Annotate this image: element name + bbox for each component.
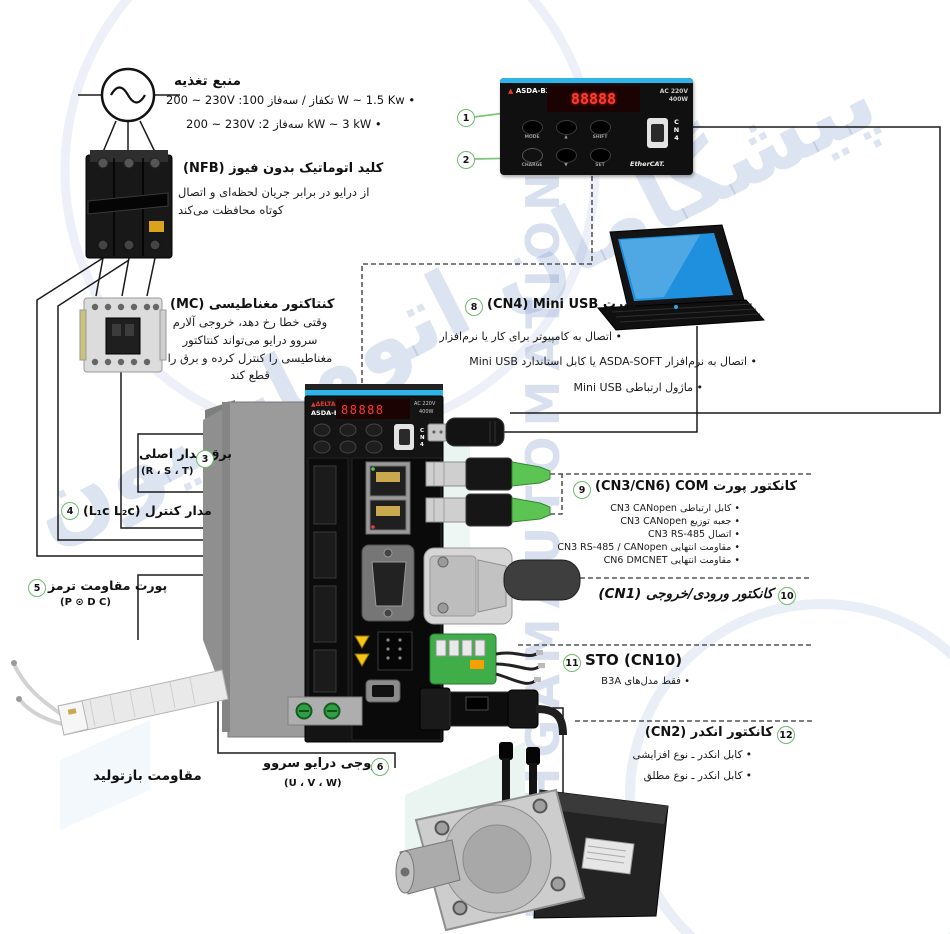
mini-usb-port-slot (651, 124, 664, 142)
cn4-bullet-2: • اتصال به نرم‌افزار ASDA-SOFT یا کابل ا… (469, 355, 757, 368)
drive-panel-zoom: ▲ ASDA-B3 88888 AC 220V 400W MODE ▲ SHIF… (500, 78, 693, 175)
cn4-bracket-line (510, 126, 941, 414)
delta-logo: ▲ ASDA-B3 (508, 87, 551, 96)
power-spec-line2: 200 ~ 230V :سه‌فاز 2 kW ~ 3 kW • (186, 117, 382, 131)
cn3-bullet-1: • کابل ارتباطی CN3 CANopen (610, 503, 740, 514)
svg-text:C: C (420, 428, 424, 434)
cn2-bullet-1: • کابل انکدر ـ نوع افزایشی (632, 749, 752, 761)
mini-usb-port[interactable] (647, 118, 668, 148)
charge-led-label: CHARGE (521, 163, 543, 168)
regen-resistor-image (11, 660, 229, 736)
seven-segment-display: 88888 (547, 86, 640, 112)
drive-brand-label: ASDA-B3 (311, 409, 343, 417)
cn4-port-label: C N 4 (673, 118, 680, 142)
cn2-title: (CN2) کانکتور انکدر (644, 725, 773, 740)
svg-text:4: 4 (420, 442, 424, 448)
laptop-image (596, 224, 766, 331)
dsub-connector-image (423, 547, 581, 625)
cn3-bullet-5: • مقاومت انتهایی CN6 DMCNET (603, 555, 740, 566)
shift-button[interactable] (590, 120, 611, 135)
cn4-bullet-1: • اتصال به کامپیوتر برای کار یا نرم‌افزا… (439, 330, 622, 343)
mode-button-label: MODE (524, 135, 540, 140)
drive-display: 88888 (341, 403, 385, 417)
callout-5: 5 (28, 579, 46, 597)
sto-bullet-1: • فقط مدل‌های B3A (601, 676, 690, 687)
down-button-label: ▼ (564, 163, 568, 168)
servo-output-terminals: (U ، V ، W) (284, 778, 342, 789)
cn3-lead-dash (550, 473, 812, 515)
cn2-bullet-2: • کابل انکدر ـ نوع مطلق (643, 770, 752, 782)
drive-volt-label: AC 220V (414, 401, 436, 407)
svg-text:N: N (420, 435, 425, 441)
sto-title: STO (CN10) (585, 651, 683, 669)
brake-port-terminals: (P ⊙ D C) (60, 597, 111, 608)
callout-1: 1 (457, 109, 475, 127)
main-circuit-terminals: (R ، S ، T) (141, 466, 194, 477)
cn3-bullet-3: • اتصال CN3 RS-485 (648, 529, 740, 540)
up-button-label: ▲ (564, 135, 568, 140)
charge-led (522, 148, 543, 163)
servo-motor-image (395, 742, 669, 932)
callout-12: 12 (777, 726, 795, 744)
callout-11: 11 (563, 654, 581, 672)
power-supply-title: منبع تغذیه (174, 73, 242, 89)
control-circuit-label: (L₁c L₂c) مدار کنترل (83, 503, 212, 518)
panel-explode-dash (361, 176, 593, 392)
delta-triangle-icon: ▲ (508, 87, 514, 95)
nfb-to-mc-wires (95, 257, 156, 297)
mc-contactor-image (79, 297, 167, 373)
set-button-label: SET (595, 163, 605, 168)
callout-2: 2 (457, 151, 475, 169)
drive-watt-label: 400W (419, 409, 434, 415)
cn4-bullet-3: • ماژول ارتباطی Mini USB (573, 381, 703, 394)
ac-source-symbol (100, 67, 156, 123)
resistor-label: مقاومت بازتولید (93, 768, 202, 784)
shift-button-label: SHIFT (592, 135, 608, 140)
callout-8: 8 (465, 298, 483, 316)
nfb-title: (NFB) کلید اتوماتیک بدون فیوز (183, 161, 384, 176)
nfb-breaker-image (85, 150, 173, 259)
cn2-leader-line (552, 707, 564, 795)
rj45-connector-1-image (425, 457, 551, 491)
mc-description: وقتی خطا رخ دهد، خروجی آلارم سروو درایو … (167, 315, 333, 383)
mode-button[interactable] (522, 120, 543, 135)
nfb-description: از درایو در برابر جریان لحظه‌ای و اتصال … (178, 185, 370, 217)
mc-title: (MC) کنتاکتور مغناطیسی (170, 297, 335, 312)
mini-usb-connector-image (427, 417, 505, 447)
power-wires (78, 94, 180, 153)
servo-output-label: خروجی درایو سروو (263, 756, 389, 771)
panel-power-rating: AC 220V 400W (659, 88, 688, 103)
brake-port-label: پورت مقاومت ترمز (48, 578, 168, 593)
servo-drive-image: ▲ΔELTA ASDA-B3 88888 AC 220V 400W C N 4 (203, 384, 444, 743)
usb-cable-line (504, 326, 698, 433)
left-bus-wires (36, 257, 309, 557)
callout-3: 3 (196, 450, 214, 468)
rj45-connector-2-image (425, 493, 551, 527)
cn3-title: (CN3/CN6) COM کانکتور پورت (595, 479, 798, 494)
up-button[interactable] (556, 120, 577, 135)
down-button[interactable] (556, 148, 577, 163)
svg-text:▲ΔELTA: ▲ΔELTA (311, 401, 336, 408)
cn1-title: (CN1) کانکتور ورودی/خروجی (598, 586, 773, 602)
power-spec-line1: 200 ~ 230V :تکفاز / سه‌فاز 100 W ~ 1.5 K… (166, 93, 416, 107)
cn3-bullet-2: • جعبه توزیع CN3 CANopen (620, 516, 740, 527)
cn4-title: (CN4) Mini USB پورت (487, 297, 637, 312)
callout-4: 4 (61, 502, 79, 520)
servo-output-line (217, 662, 396, 768)
set-button[interactable] (590, 148, 611, 163)
cn3-bullet-4: • مقاومت انتهایی CN3 RS-485 / CANopen (557, 542, 740, 553)
main-circuit-label: برق مدار اصلی (139, 446, 232, 461)
cn2-connector-image (419, 687, 567, 736)
panel-brand-label: ASDA-B3 (515, 87, 551, 95)
callout-10: 10 (778, 587, 796, 605)
ethercat-logo: EtherCAT. (630, 160, 665, 168)
callout-6: 6 (371, 758, 389, 776)
green-terminal-image (429, 633, 545, 685)
panel-blue-stripe (500, 78, 693, 83)
callout-9: 9 (573, 481, 591, 499)
